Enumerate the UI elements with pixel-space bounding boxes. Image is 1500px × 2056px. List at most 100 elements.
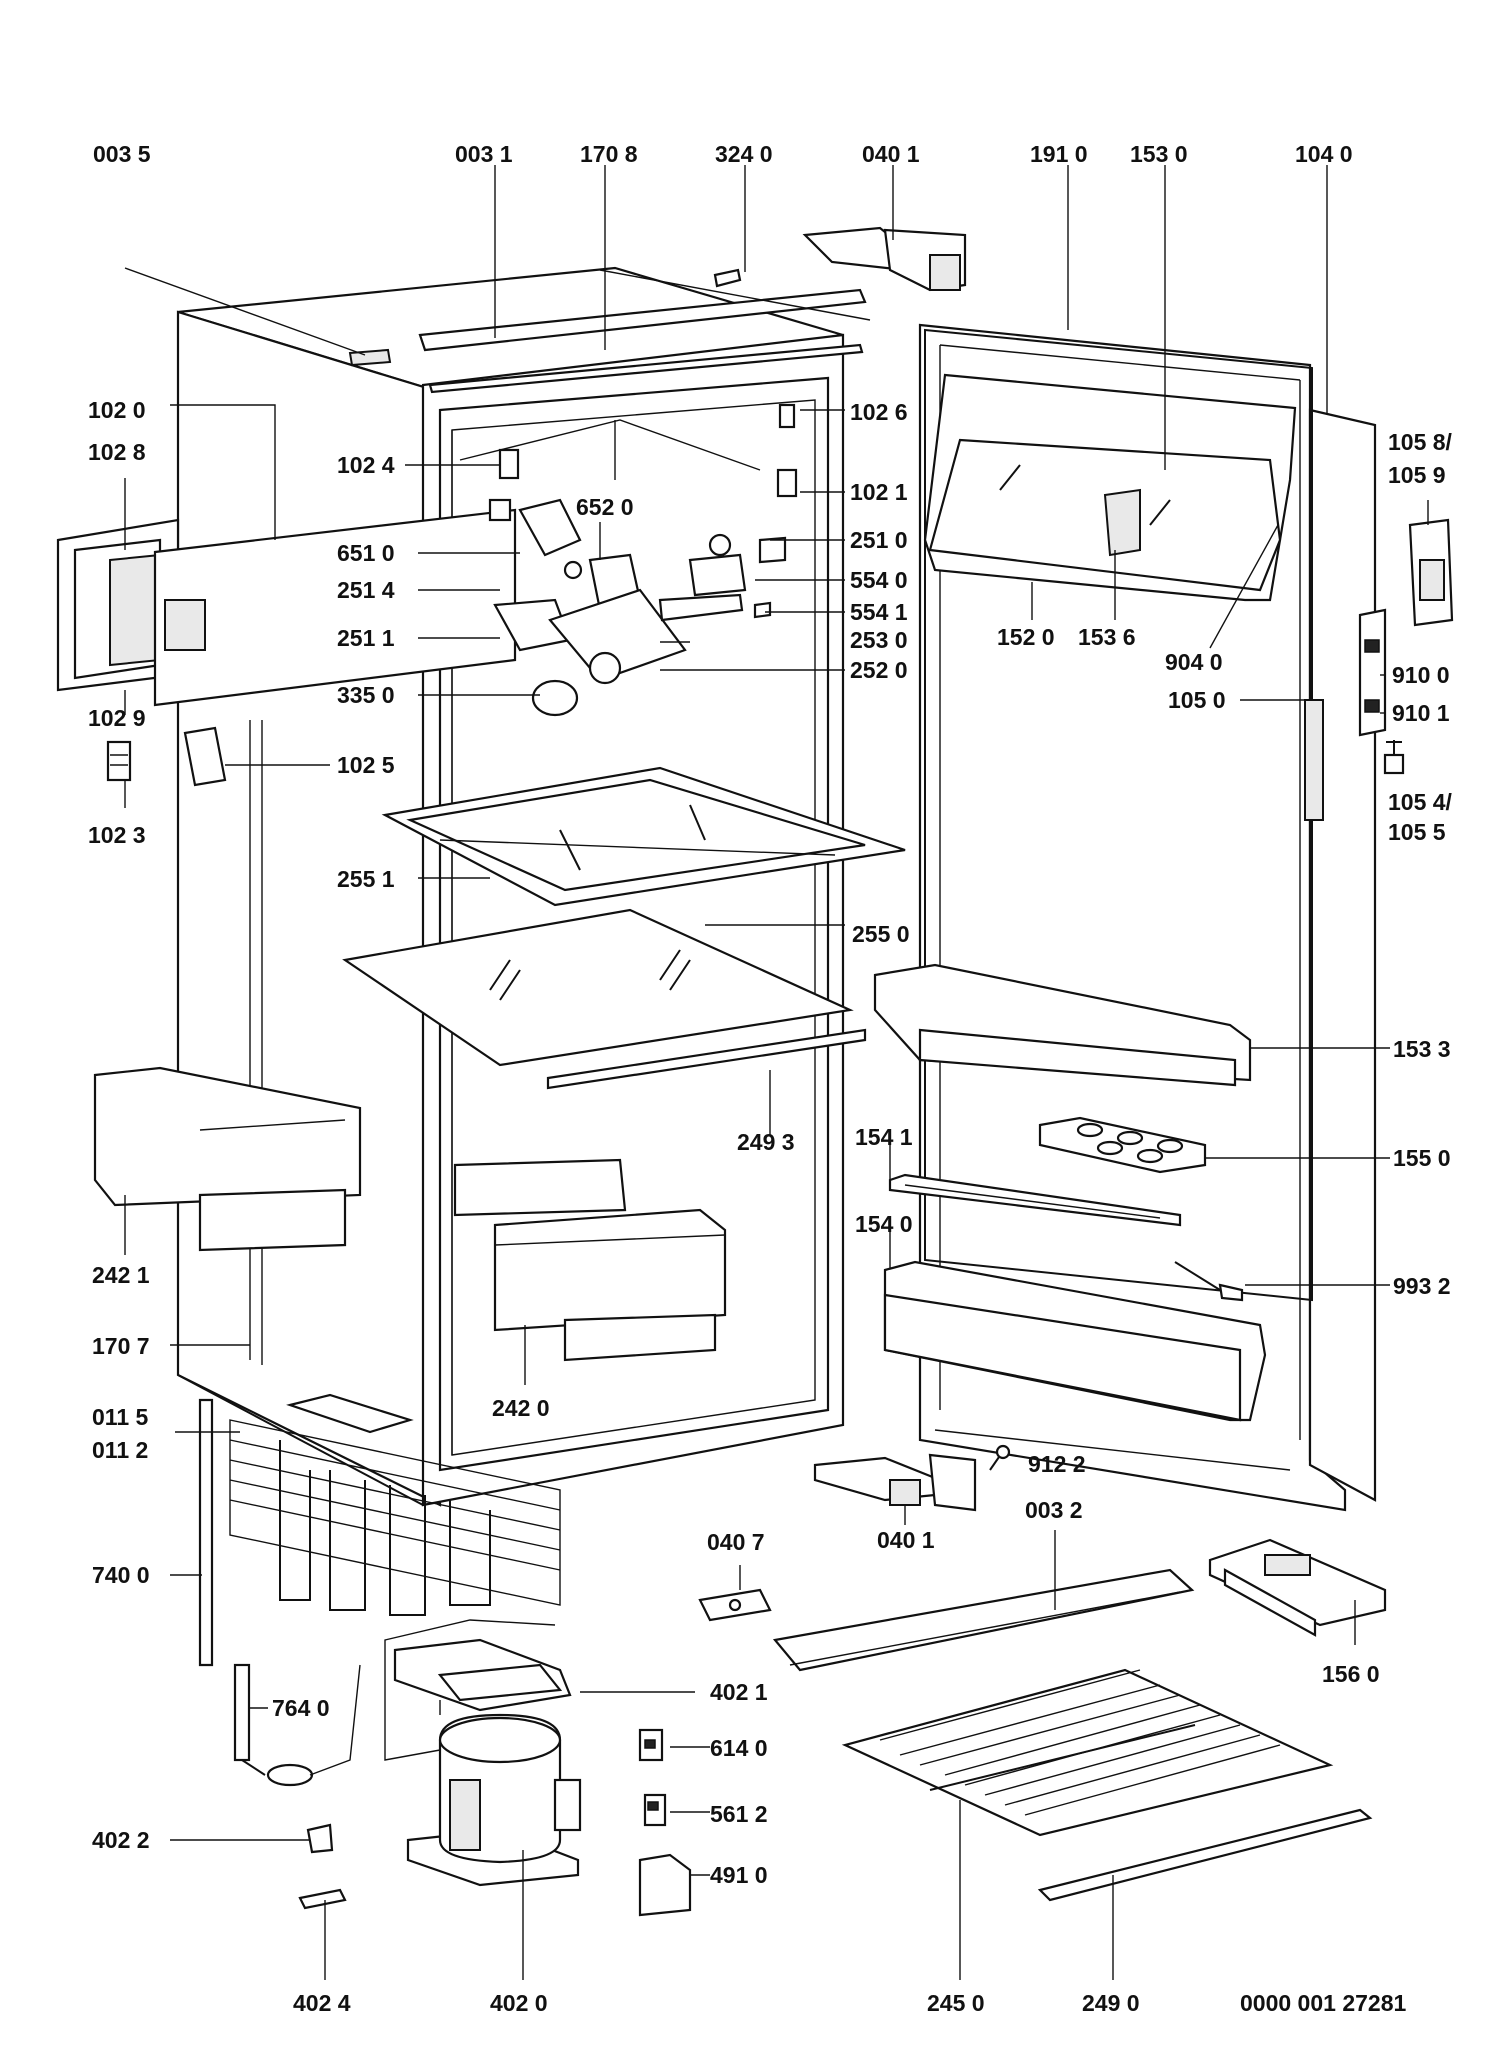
label-1910: 191 0 [1030,141,1088,167]
label-1050: 105 0 [1168,687,1226,713]
label-2421: 242 1 [92,1262,150,1288]
door-gasket [924,328,1313,1302]
egg-tray [1038,1116,1207,1174]
cap-4022 [306,1823,334,1854]
shelf-strip-2493 [546,1028,867,1090]
relay-6140 [638,1728,664,1762]
label-2551: 255 1 [337,866,395,892]
condenser [229,1419,561,1616]
label-1058: 105 8/ [1388,429,1453,455]
thermostat-assembly [493,498,787,717]
label-1540: 154 0 [855,1211,913,1237]
control-panel [56,498,517,707]
label-0401-bottom: 040 1 [877,1527,935,1553]
label-2450: 245 0 [927,1990,985,2016]
crisper-2421 [93,1066,362,1252]
label-1040: 104 0 [1295,141,1353,167]
top-hinge [802,226,967,292]
label-1536: 153 6 [1078,624,1136,650]
label-4024: 402 4 [293,1990,351,2016]
label-9100: 910 0 [1392,662,1450,688]
rail-1541 [888,1173,1182,1227]
label-9122: 912 2 [1028,1451,1086,1477]
base-cover-0032 [772,1568,1195,1672]
document-number: 0000 001 27281 [1240,1990,1406,2016]
label-6140: 614 0 [710,1735,768,1761]
label-2550: 255 0 [852,921,910,947]
part-0407 [698,1588,772,1622]
compressor [384,1619,582,1887]
pin-9122 [989,1444,1011,1471]
drier-7640 [233,1663,361,1787]
label-0032: 003 2 [1025,1497,1083,1523]
label-1055: 105 5 [1388,819,1446,845]
door-strip-1050 [1304,699,1324,821]
label-6510: 651 0 [337,540,395,566]
label-9932: 993 2 [1393,1273,1451,1299]
label-0407: 040 7 [707,1529,765,1555]
strip-2490 [1037,1808,1373,1902]
leader-lines [124,165,1429,1980]
label-2490: 249 0 [1082,1990,1140,2016]
label-4022: 402 2 [92,1827,150,1853]
relay-5612 [643,1793,667,1827]
label-2530: 253 0 [850,627,908,653]
label-2510: 251 0 [850,527,908,553]
label-9040: 904 0 [1165,649,1223,675]
side-rail-7400 [198,1398,214,1667]
label-0112: 011 2 [92,1437,148,1463]
label-2420: 242 0 [492,1395,550,1421]
clip-1026 [778,403,796,429]
glass-shelf-2550 [342,908,854,1067]
label-0031: 003 1 [455,141,513,167]
label-1541: 154 1 [855,1124,913,1150]
label-1026: 102 6 [850,399,908,425]
label-5612: 561 2 [710,1801,768,1827]
label-1530: 153 0 [1130,141,1188,167]
crisper-2420 [453,1158,727,1362]
label-4910: 491 0 [710,1862,768,1888]
label-3240: 324 0 [715,141,773,167]
label-0401-top: 040 1 [862,141,920,167]
label-0035: 003 5 [93,141,151,167]
label-1708: 170 8 [580,141,638,167]
label-1560: 156 0 [1322,1661,1380,1687]
label-1520: 152 0 [997,624,1055,650]
door-compartment [923,373,1297,602]
label-5540: 554 0 [850,567,908,593]
sensor-9932 [1174,1261,1244,1302]
label-6520: 652 0 [576,494,634,520]
label-2493: 249 3 [737,1129,795,1155]
label-1029: 102 9 [88,705,146,731]
label-1059: 105 9 [1388,462,1446,488]
cover-4910 [638,1853,692,1917]
label-7400: 740 0 [92,1562,150,1588]
clip-1024 [498,448,520,480]
part-1023 [106,740,132,782]
label-0115: 011 5 [92,1404,148,1430]
bottom-hinge [813,1453,977,1512]
clip-4024 [298,1888,347,1910]
refrigerator-door [918,323,1377,1512]
label-1023: 102 3 [88,822,146,848]
label-3350: 335 0 [337,682,395,708]
part-labels: 003 5 003 1 170 8 324 0 040 1 191 0 153 … [88,141,1453,2016]
bracket-1025 [183,726,227,787]
screw-1054 [1383,740,1405,775]
hinge-bracket-1021 [776,468,798,498]
grille-2450 [841,1668,1334,1837]
door-balcony-1533 [873,963,1252,1087]
label-1021: 102 1 [850,479,908,505]
hinge-part-1058 [1408,518,1454,627]
label-2520: 252 0 [850,657,908,683]
label-7640: 764 0 [272,1695,330,1721]
label-9101: 910 1 [1392,700,1450,726]
label-1020: 102 0 [88,397,146,423]
bottom-bracket [286,1393,414,1434]
hinge-cover-910 [1358,608,1387,737]
label-1550: 155 0 [1393,1145,1451,1171]
label-1533: 153 3 [1393,1036,1451,1062]
label-2511: 251 1 [337,625,395,651]
label-1025: 102 5 [337,752,395,778]
